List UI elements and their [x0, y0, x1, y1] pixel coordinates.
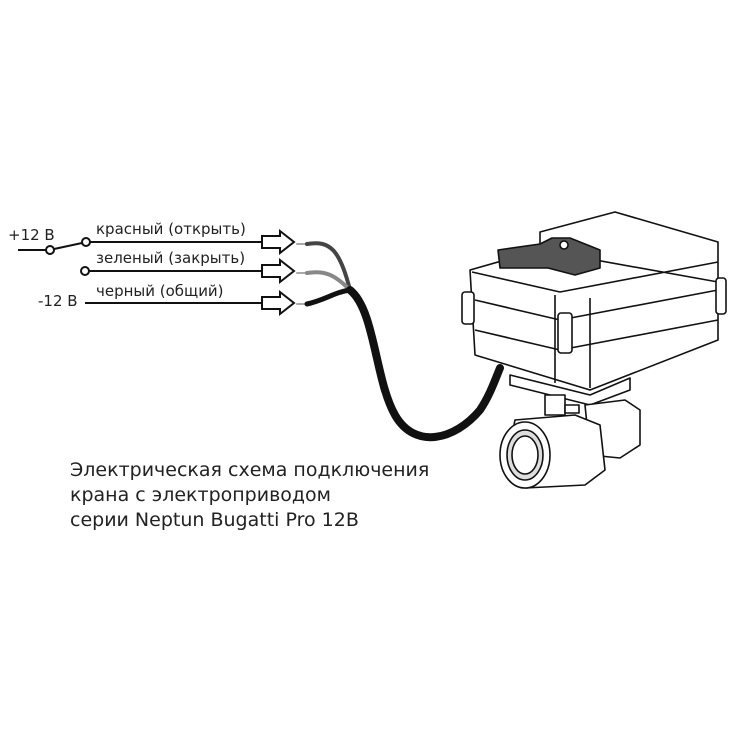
valve-actuator	[461, 211, 727, 489]
minus-voltage-label: -12 В	[38, 292, 78, 310]
connector-arrow-green	[261, 257, 296, 285]
wire-red-label: красный (открыть)	[96, 220, 246, 238]
connector-arrow-red	[261, 228, 296, 256]
caption-line-2: крана с электроприводом	[70, 484, 332, 506]
signal-lines	[85, 228, 296, 317]
connector-arrow-black	[261, 289, 296, 317]
cable	[296, 241, 504, 442]
plus-voltage-label: +12 В	[8, 226, 55, 244]
wire-black-label: черный (общий)	[96, 282, 224, 300]
wire-green-label: зеленый (закрыть)	[96, 249, 246, 267]
caption-line-1: Электрическая схема подключения	[70, 459, 430, 481]
caption-line-3: серии Neptun Bugatti Pro 12В	[70, 509, 359, 531]
